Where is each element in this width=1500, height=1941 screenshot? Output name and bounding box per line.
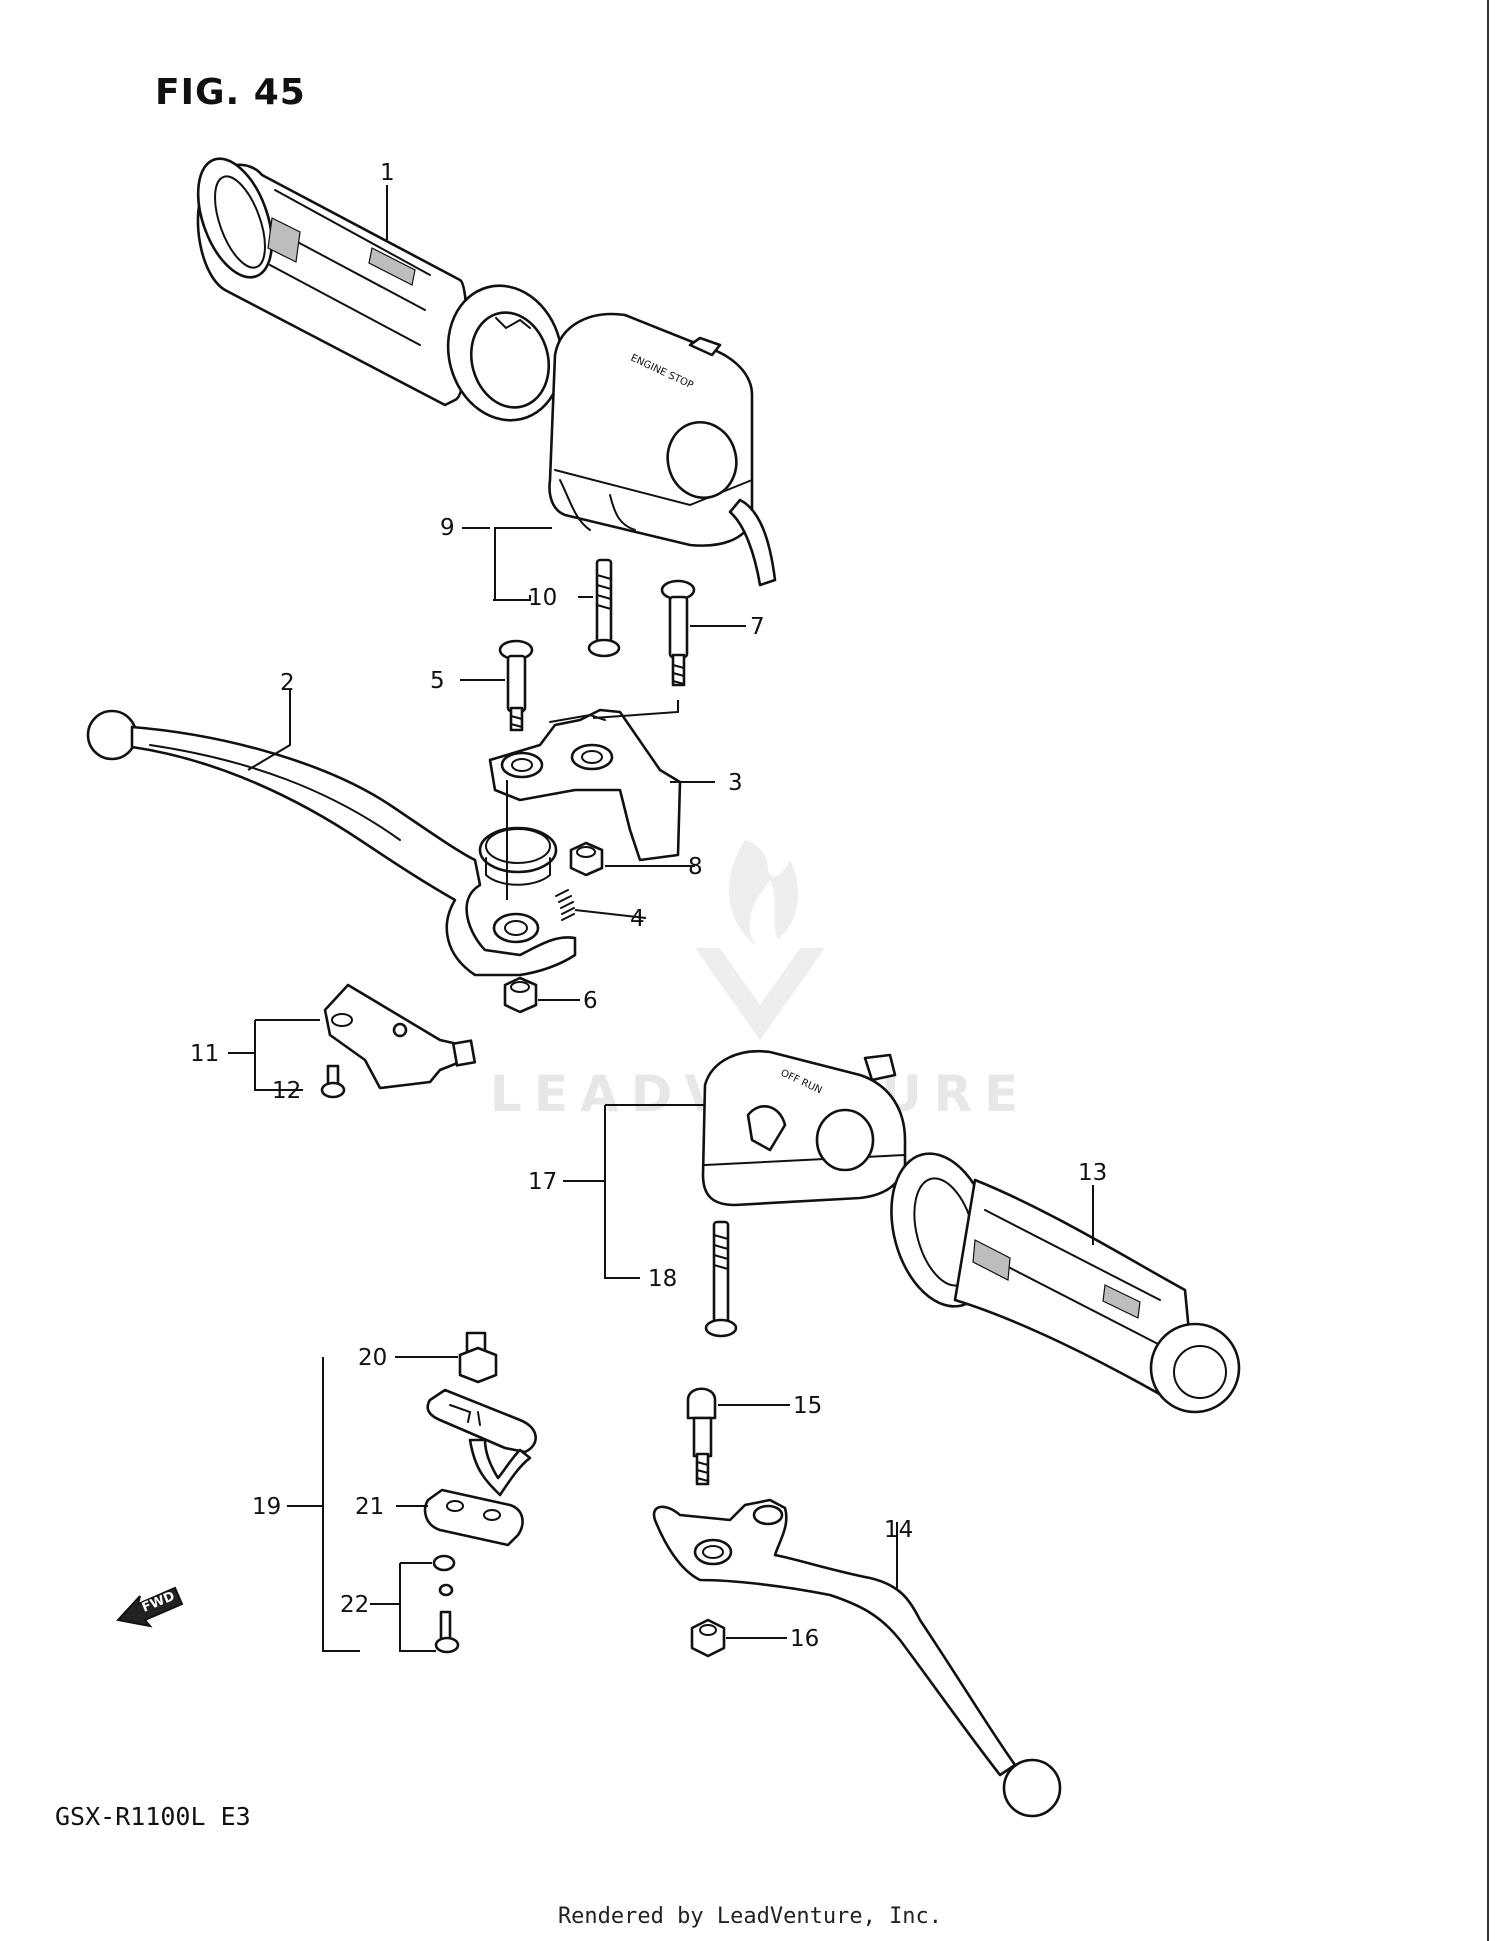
callout-12: 12 — [272, 1078, 301, 1104]
screw-part-18 — [704, 1220, 738, 1338]
spring-part-4 — [555, 889, 575, 921]
front-brake-switch-part-19 — [426, 1388, 537, 1497]
clutch-switch-part-11 — [323, 983, 477, 1090]
callout-21: 21 — [355, 1494, 384, 1520]
callout-15: 15 — [793, 1393, 822, 1419]
callout-18: 18 — [648, 1266, 677, 1292]
lever-bracket-part-3 — [488, 708, 682, 862]
pivot-bolt-part-15 — [686, 1387, 717, 1486]
callout-16: 16 — [790, 1626, 819, 1652]
callout-9: 9 — [440, 515, 455, 541]
screw-set-part-22 — [432, 1554, 460, 1654]
right-grip-part-13 — [890, 1152, 1241, 1414]
clutch-lever-part-2 — [86, 709, 577, 977]
nut-part-6 — [503, 976, 538, 1014]
rendered-by-footer: Rendered by LeadVenture, Inc. — [557, 1904, 943, 1929]
forward-direction-arrow-icon: FWD — [116, 1586, 184, 1628]
callout-2: 2 — [280, 670, 295, 696]
callout-14: 14 — [884, 1517, 913, 1543]
nut-part-16 — [690, 1618, 726, 1658]
callout-19: 19 — [252, 1494, 281, 1520]
callout-1: 1 — [380, 160, 395, 186]
left-handlebar-switch-part-9: ENGINE STOP — [548, 312, 777, 587]
callout-20: 20 — [358, 1345, 387, 1371]
callout-4: 4 — [630, 906, 645, 932]
callout-8: 8 — [688, 854, 703, 880]
leadventure-logo-icon — [695, 840, 825, 1040]
callout-17: 17 — [528, 1169, 557, 1195]
screw-part-10 — [587, 558, 621, 658]
figure-title: FIG. 45 — [155, 72, 306, 113]
right-handlebar-switch-part-17: OFF RUN — [701, 1049, 907, 1207]
callout-6: 6 — [583, 988, 598, 1014]
callout-22: 22 — [340, 1592, 369, 1618]
callout-11: 11 — [190, 1041, 219, 1067]
nut-part-8 — [569, 841, 604, 877]
screw-part-12 — [320, 1064, 346, 1099]
callout-labels: 1 2 3 4 5 6 7 8 9 10 11 12 13 14 15 16 1… — [190, 160, 1107, 1652]
callout-7: 7 — [750, 614, 765, 640]
leader-lines — [228, 185, 1094, 1652]
pivot-bolt-part-7 — [660, 579, 696, 687]
left-grip-part-1 — [196, 157, 564, 422]
model-code-label: GSX-R1100L E3 — [55, 1802, 251, 1831]
brake-lever-part-14 — [652, 1498, 1062, 1818]
switch-bracket-part-21 — [423, 1488, 524, 1547]
callout-5: 5 — [430, 668, 445, 694]
bolt-part-5 — [498, 639, 534, 732]
connector-part-20 — [458, 1331, 498, 1384]
callout-3: 3 — [728, 770, 743, 796]
callout-10: 10 — [528, 585, 557, 611]
callout-13: 13 — [1078, 1160, 1107, 1186]
